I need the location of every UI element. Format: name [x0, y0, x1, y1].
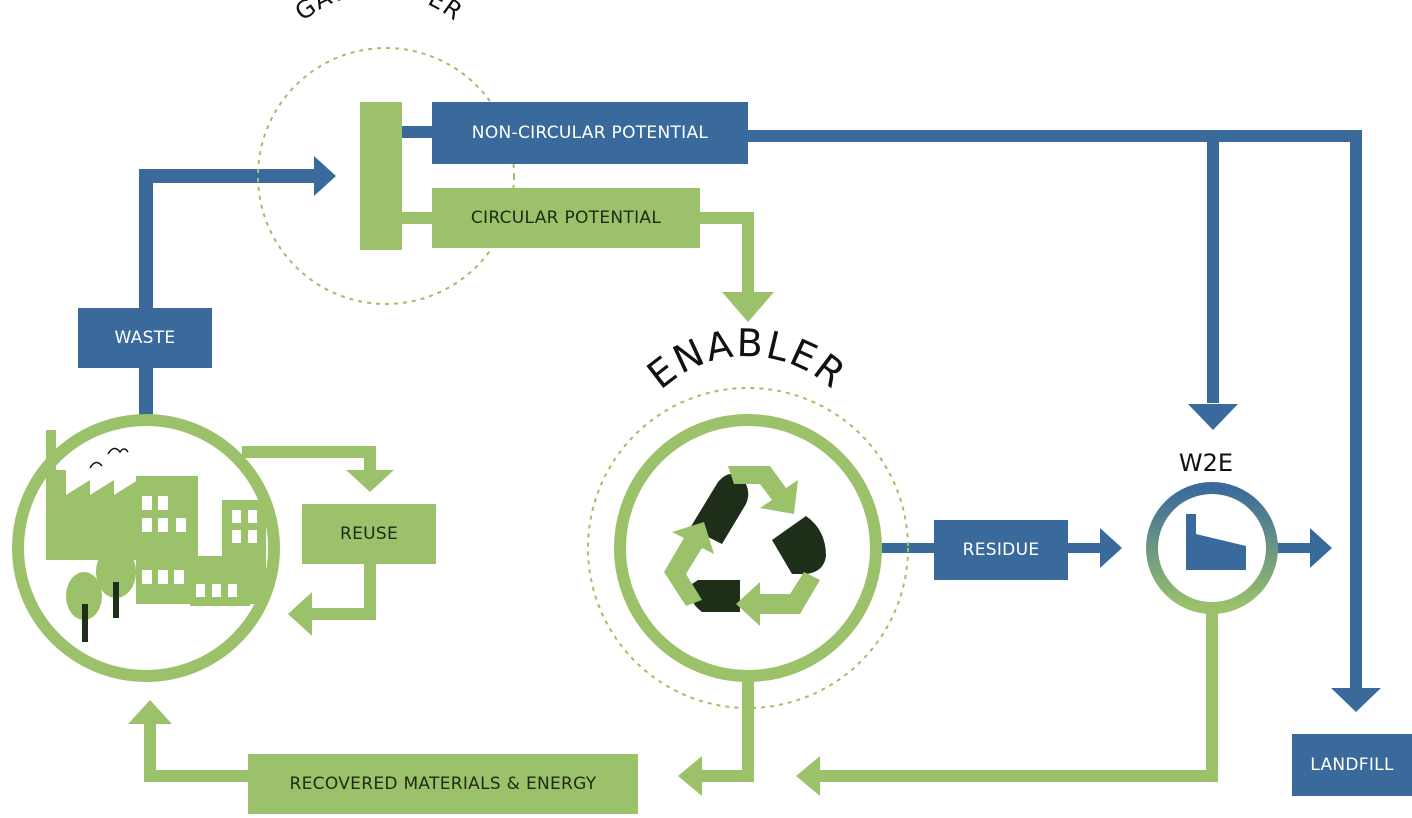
circular-potential-box: CIRCULAR POTENTIAL [432, 188, 700, 248]
enabler-title: ENABLER [639, 321, 855, 397]
circular-potential-label: CIRCULAR POTENTIAL [470, 208, 662, 228]
gatekeeper-title: GATEKEEPER [290, 0, 468, 26]
enabler-dashed-ring [587, 387, 909, 709]
circular-flow-line [400, 212, 754, 292]
to-enabler-arrowhead [722, 292, 774, 322]
residue-box: RESIDUE [934, 520, 1068, 580]
non-circular-flow-line [400, 126, 1362, 694]
reuse-label: REUSE [339, 524, 399, 544]
enabler-output-arrowhead [678, 756, 702, 796]
residue-label: RESIDUE [962, 540, 1040, 560]
w2e-output-arrowhead [1310, 528, 1332, 568]
non-circular-potential-label: NON-CIRCULAR POTENTIAL [471, 123, 709, 143]
reuse-down-arrowhead [346, 470, 394, 492]
city-circle [12, 414, 280, 682]
landfill-box: LANDFILL [1292, 734, 1412, 796]
recovered-flow-line [144, 606, 1218, 782]
to-landfill-arrowhead [1331, 688, 1381, 712]
gatekeeper-gate-bar [360, 102, 402, 250]
factory-city-icon [46, 430, 266, 642]
to-city-arrowhead [128, 700, 172, 724]
recovered-materials-label: RECOVERED MATERIALS & ENERGY [289, 774, 597, 794]
incinerator-icon [1186, 514, 1246, 570]
enabler-title-text: ENABLER [639, 321, 853, 397]
w2e-label: W2E [1179, 449, 1233, 477]
waste-arrowhead [314, 156, 336, 196]
reuse-return-arrowhead [288, 592, 312, 636]
waste-label: WASTE [114, 328, 176, 348]
waste-flow-arrow [139, 169, 322, 415]
gatekeeper-dashed-ring [257, 47, 515, 305]
to-w2e-arrowhead [1188, 404, 1238, 430]
recovered-materials-box: RECOVERED MATERIALS & ENERGY [248, 754, 638, 814]
w2e-recovered-arrowhead [796, 756, 820, 796]
residue-arrowhead [1100, 528, 1122, 568]
waste-box: WASTE [78, 308, 212, 368]
recycle-icon [664, 466, 826, 626]
non-circular-potential-box: NON-CIRCULAR POTENTIAL [432, 102, 748, 164]
gatekeeper-title-text: GATEKEEPER [290, 0, 467, 26]
reuse-box: REUSE [302, 504, 436, 564]
enabler-circle [614, 414, 882, 682]
reuse-loop-line [242, 446, 376, 620]
landfill-label: LANDFILL [1310, 755, 1394, 775]
